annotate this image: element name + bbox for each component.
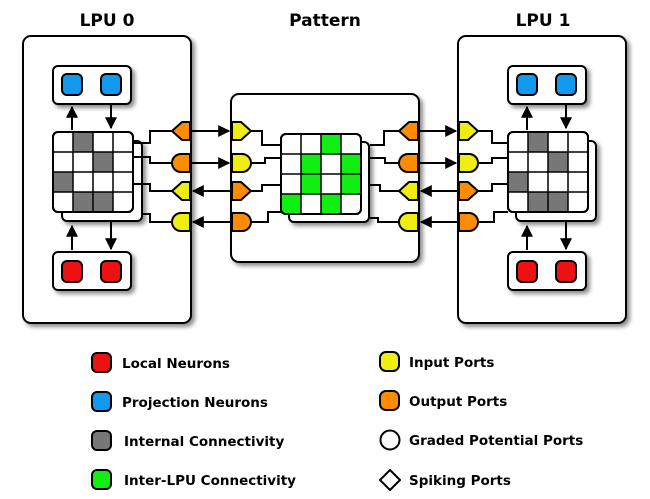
legend-diamond-icon <box>379 469 401 491</box>
pattern-output-spiking-port <box>231 181 252 201</box>
pattern-contents <box>231 121 419 232</box>
inter-box-arrows <box>191 125 458 228</box>
legend-swatch-internal <box>91 430 112 451</box>
lpu1-contents <box>458 65 597 291</box>
pattern-output-spiking-port <box>398 121 419 141</box>
pattern-input-graded-port <box>231 153 252 173</box>
pattern-input-graded-port <box>398 212 419 232</box>
pattern-left-connectors <box>251 130 281 223</box>
lpu1-input-spiking-port <box>458 121 479 141</box>
legend-label-graded: Graded Potential Ports <box>409 433 583 449</box>
lpu0-input-spiking-port <box>171 181 191 201</box>
lpu0-output-spiking-port <box>171 121 191 141</box>
legend-label-input: Input Ports <box>409 355 494 371</box>
lpu1-local-neuron <box>555 260 577 283</box>
legend-label-output: Output Ports <box>409 394 507 410</box>
legend-swatch-input <box>379 351 400 372</box>
lpu0-matrix <box>52 131 134 213</box>
legend-label-local: Local Neurons <box>122 356 230 372</box>
pattern-right-connectors <box>370 130 399 223</box>
legend-label-inter: Inter-LPU Connectivity <box>124 473 296 489</box>
lpu1-output-graded-port <box>458 212 479 232</box>
pattern-input-spiking-port <box>398 181 419 201</box>
pattern-title: Pattern <box>289 11 361 31</box>
lpu1-projection-neuron <box>555 73 577 96</box>
legend-swatch-output <box>379 390 400 411</box>
pattern-matrix <box>280 133 362 215</box>
lpu1-port-connectors <box>478 130 508 223</box>
lpu0-port-connectors <box>133 130 172 223</box>
pattern-output-graded-port <box>231 212 252 232</box>
lpu0-projection-neuron <box>61 73 83 96</box>
lpu0-input-graded-port <box>171 212 191 232</box>
legend-swatch-projection <box>91 391 112 412</box>
lpu0-title: LPU 0 <box>80 11 135 31</box>
pattern-input-spiking-port <box>231 121 252 141</box>
legend-label-projection: Projection Neurons <box>122 395 268 411</box>
lpu0-local-neuron <box>100 260 122 283</box>
lpu0-contents <box>52 65 191 291</box>
legend: Local Neurons Projection Neurons Interna… <box>91 351 583 491</box>
legend-label-internal: Internal Connectivity <box>124 434 284 450</box>
lpu1-matrix <box>507 131 589 213</box>
lpu0-local-neuron <box>61 260 83 283</box>
lpu0-projection-neuron <box>100 73 122 96</box>
pattern-output-graded-port <box>398 153 419 173</box>
lpu1-local-neuron <box>516 260 538 283</box>
lpu1-input-graded-port <box>458 153 479 173</box>
lpu1-projection-neuron <box>516 73 538 96</box>
lpu1-output-spiking-port <box>458 181 479 201</box>
legend-circle-icon <box>379 429 401 451</box>
lpu0-output-graded-port <box>171 153 191 173</box>
lpu1-title: LPU 1 <box>516 11 571 31</box>
legend-swatch-local <box>91 352 112 373</box>
legend-swatch-inter <box>91 469 112 490</box>
legend-label-spiking: Spiking Ports <box>409 473 511 489</box>
